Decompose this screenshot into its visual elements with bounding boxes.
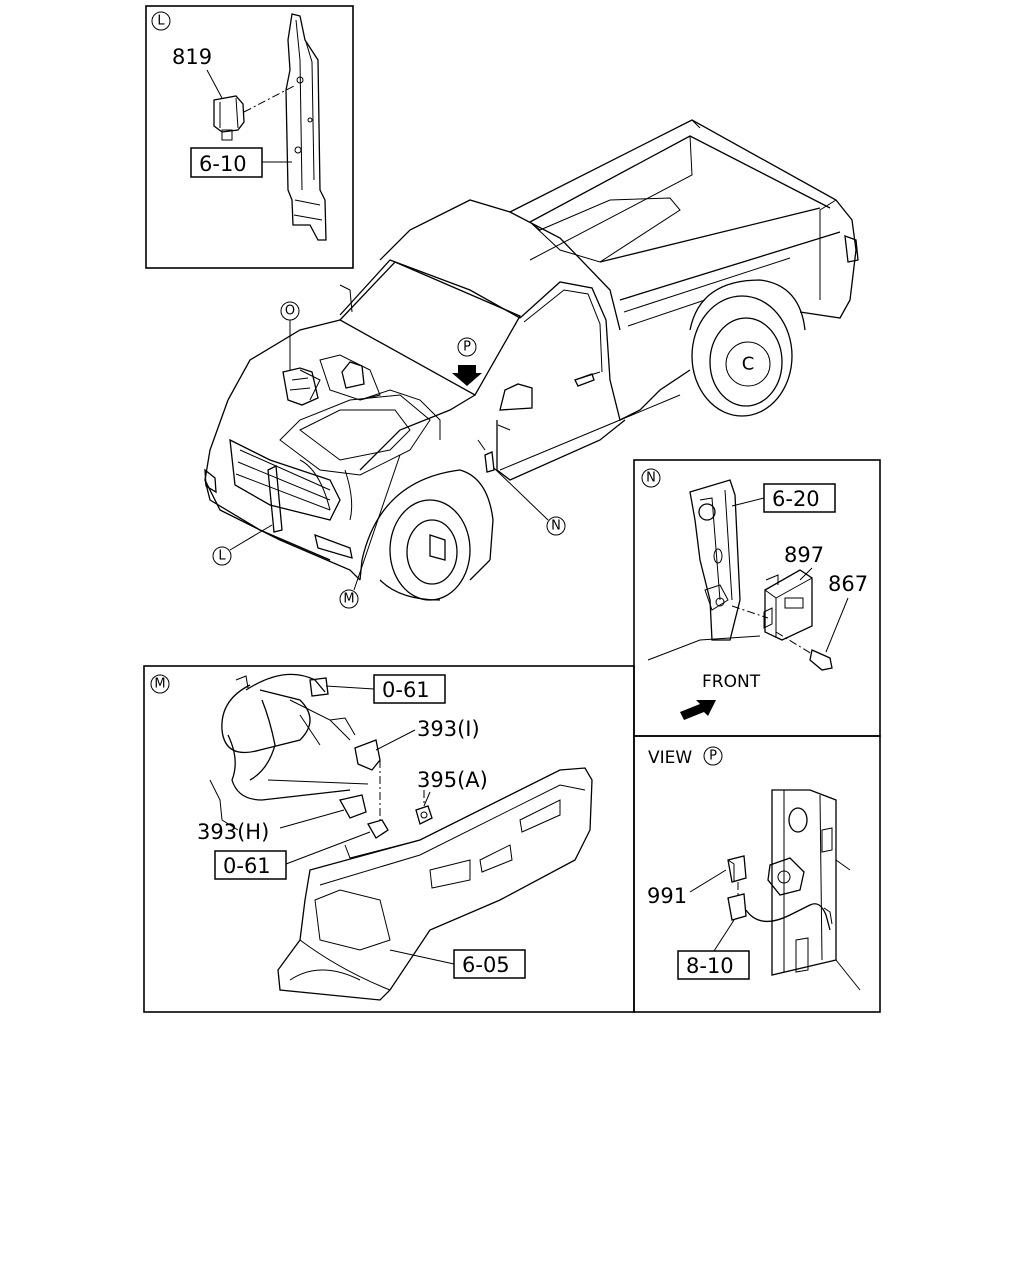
svg-text:C: C [742, 354, 755, 375]
callout-M-main: M [339, 454, 401, 609]
view-label: VIEW [648, 748, 692, 768]
panel-M: M 0-61 393(I) 395( [143, 665, 635, 1013]
part-819-label: 819 [172, 45, 212, 69]
part-991-label: 991 [647, 884, 687, 908]
panel-N: N 6-20 897 867 FRONT [633, 459, 881, 737]
ref-8-10-label: 8-10 [686, 954, 734, 978]
svg-text:P: P [709, 749, 717, 764]
callout-O: O [280, 301, 300, 370]
main-callouts: O P L M N [212, 301, 566, 609]
part-867-label: 867 [828, 572, 868, 596]
front-label: FRONT [702, 672, 761, 692]
svg-text:P: P [463, 340, 471, 355]
ref-6-20-label: 6-20 [772, 487, 820, 511]
callout-L-main: L [212, 524, 273, 566]
ref-0-61-bottom-label: 0-61 [223, 854, 271, 878]
callout-P: P [452, 337, 482, 386]
svg-text:L: L [157, 14, 165, 29]
view-arrow-icon [452, 365, 482, 386]
ref-0-61-top-label: 0-61 [382, 678, 430, 702]
svg-text:L: L [218, 549, 226, 564]
part-395A-label: 395(A) [417, 768, 488, 792]
ref-6-10-label: 6-10 [199, 152, 247, 176]
callout-N-main: N [493, 467, 566, 536]
panel-P: VIEW P 991 8-10 [633, 735, 881, 1013]
svg-text:N: N [646, 471, 656, 486]
part-393H-label: 393(H) [197, 820, 269, 844]
callout-L-panel: L [151, 11, 171, 31]
truck-illustration: C [204, 119, 859, 601]
svg-text:M: M [154, 677, 165, 692]
part-393I-label: 393(I) [417, 717, 480, 741]
callout-N-panel: N [641, 468, 661, 488]
callout-P-panel: P [703, 746, 723, 766]
svg-text:O: O [285, 304, 295, 319]
svg-text:M: M [343, 592, 354, 607]
callout-M-panel: M [150, 674, 170, 694]
part-897-label: 897 [784, 543, 824, 567]
ref-6-05-label: 6-05 [462, 953, 510, 977]
panel-L: L 819 6-10 [145, 5, 354, 269]
front-arrow-icon [680, 700, 716, 720]
svg-text:N: N [551, 519, 561, 534]
